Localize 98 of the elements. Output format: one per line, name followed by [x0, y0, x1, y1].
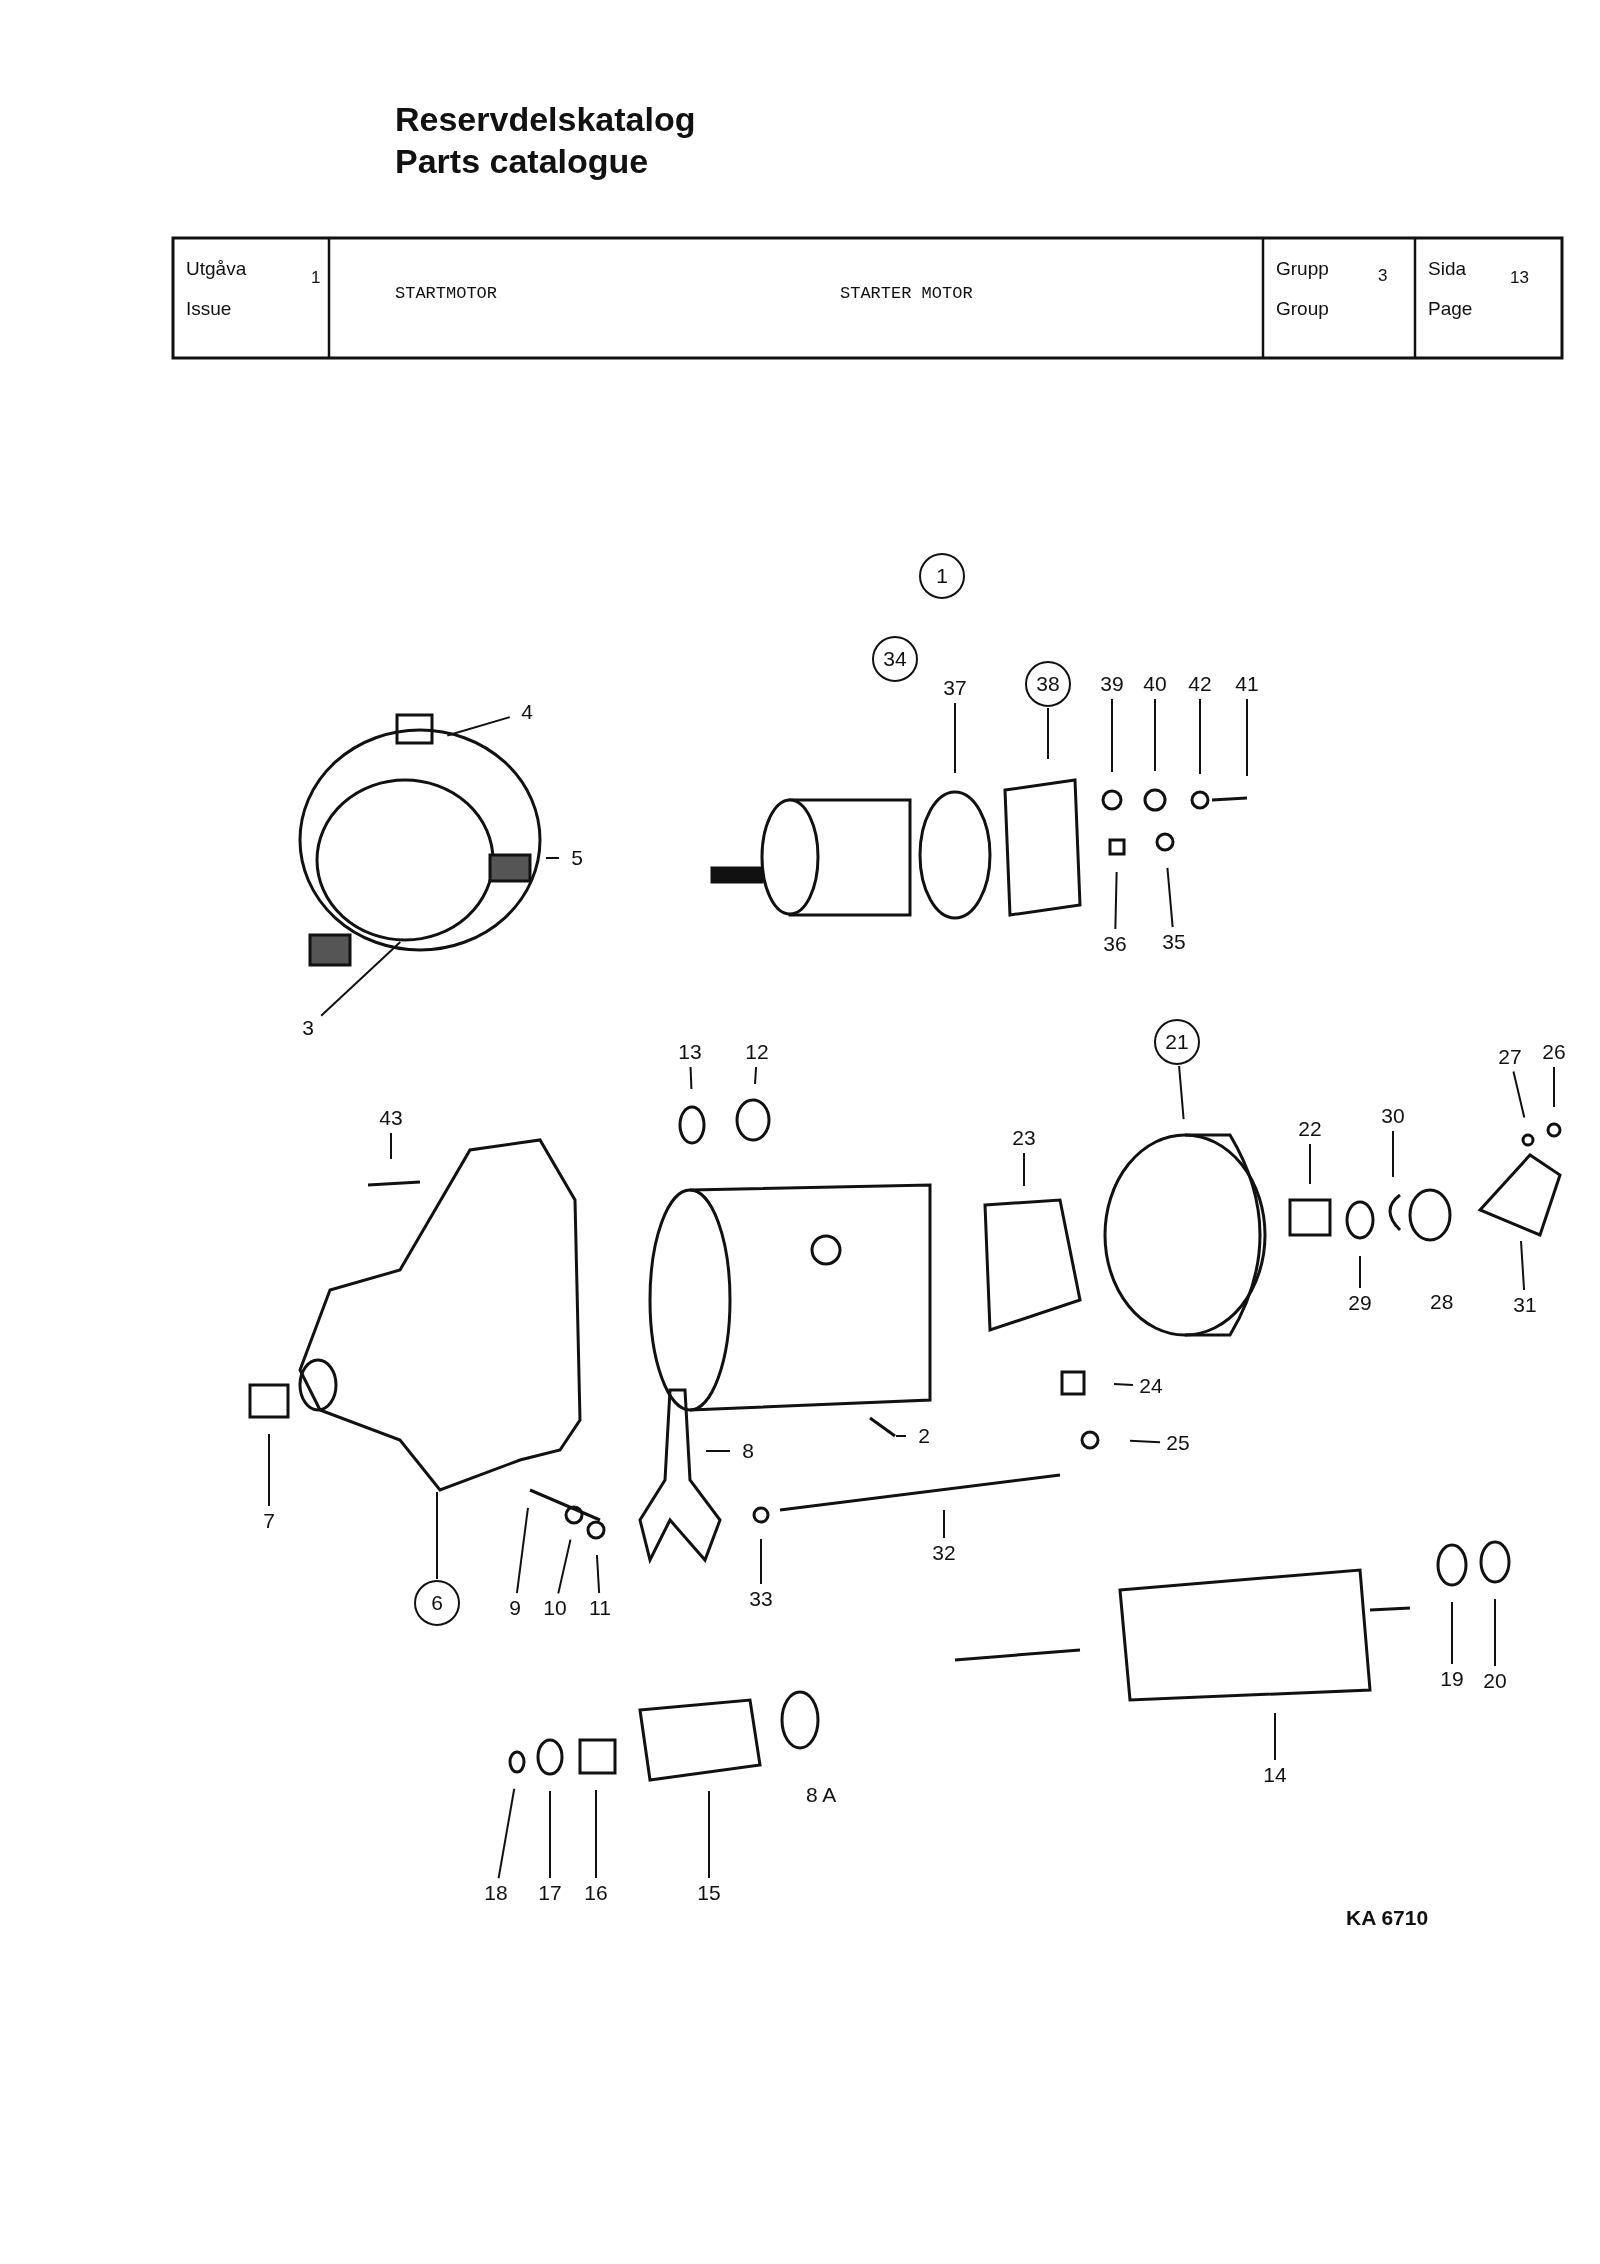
callout-number: 32	[932, 1541, 956, 1565]
callout-number: 35	[1162, 930, 1186, 954]
callout-number: 41	[1235, 672, 1259, 696]
table-value: STARTMOTOR	[395, 284, 498, 303]
leader-line	[1494, 1598, 1496, 1667]
leader-line	[497, 1787, 516, 1880]
callout-number: 20	[1483, 1669, 1507, 1693]
leader-line	[1520, 1239, 1526, 1292]
leader-line	[1023, 1152, 1025, 1187]
leader-line	[689, 1066, 693, 1090]
callout-number: 2	[918, 1424, 930, 1448]
callout-number: 40	[1143, 672, 1167, 696]
leader-line	[1309, 1143, 1311, 1185]
callout-number: 8 A	[806, 1783, 837, 1807]
leader-line	[557, 1538, 572, 1595]
callout-number: 37	[943, 676, 967, 700]
leader-line	[760, 1538, 762, 1585]
callout-number: 9	[509, 1596, 521, 1620]
callout-number: 14	[1263, 1763, 1287, 1787]
callout-number: 36	[1103, 932, 1127, 956]
table-header: Utgåva	[186, 258, 247, 280]
callout-number: 29	[1348, 1291, 1372, 1315]
catalogue-title: Reservdelskatalog	[395, 100, 696, 139]
leader-line	[390, 1132, 392, 1160]
leader-line	[705, 1450, 731, 1452]
circled-callout-number: 21	[1154, 1019, 1200, 1065]
circled-callout-number: 1	[919, 553, 965, 599]
catalogue-title: Parts catalogue	[395, 142, 649, 181]
callout-number: 3	[302, 1016, 314, 1040]
leader-line	[1129, 1439, 1161, 1444]
callout-number: 13	[678, 1040, 702, 1064]
drawing-number: KA 6710	[1346, 1906, 1429, 1930]
callout-number: 26	[1542, 1040, 1566, 1064]
leader-line	[268, 1433, 270, 1507]
table-header: Grupp	[1276, 258, 1329, 280]
leader-line	[1112, 1382, 1135, 1386]
table-header: Issue	[186, 298, 232, 320]
leader-line	[1246, 698, 1248, 777]
leader-line	[954, 702, 956, 774]
callout-number: 39	[1100, 672, 1124, 696]
callout-number: 17	[538, 1881, 562, 1905]
callout-number: 33	[749, 1587, 773, 1611]
callout-number: 42	[1188, 672, 1212, 696]
circled-callout-number: 38	[1025, 661, 1071, 707]
callout-number: 8	[742, 1439, 754, 1463]
circled-callout-number: 6	[414, 1580, 460, 1626]
callout-number: 15	[697, 1881, 721, 1905]
callout-number: 5	[571, 846, 583, 870]
leader-line	[1451, 1601, 1453, 1665]
callout-number: 31	[1513, 1293, 1537, 1317]
table-value: 13	[1510, 268, 1529, 288]
table-header: Sida	[1428, 258, 1467, 280]
callout-number: 28	[1430, 1290, 1454, 1314]
callout-number: 12	[745, 1040, 769, 1064]
callout-number: 27	[1498, 1045, 1522, 1069]
callout-number: 23	[1012, 1126, 1036, 1150]
callout-number: 7	[263, 1509, 275, 1533]
leader-line	[1359, 1255, 1361, 1289]
table-header: Group	[1276, 298, 1329, 320]
leader-line	[1274, 1712, 1276, 1761]
leader-line	[1111, 698, 1113, 773]
table-header: Page	[1428, 298, 1473, 320]
callout-number: 16	[584, 1881, 608, 1905]
leader-line	[549, 1790, 551, 1879]
callout-number: 24	[1139, 1374, 1163, 1398]
leader-line	[1114, 871, 1118, 930]
leader-line	[1178, 1064, 1185, 1121]
leader-line	[545, 857, 560, 859]
leader-line	[436, 1491, 438, 1580]
table-value: 3	[1378, 266, 1388, 286]
leader-line	[895, 1435, 907, 1437]
table-value: 1	[311, 268, 321, 288]
callout-number: 43	[379, 1106, 403, 1130]
callout-number: 30	[1381, 1104, 1405, 1128]
callout-number: 19	[1440, 1667, 1464, 1691]
callout-number: 22	[1298, 1117, 1322, 1141]
callout-number: 4	[521, 700, 533, 724]
leader-line	[1392, 1130, 1394, 1178]
callout-number: 11	[589, 1596, 611, 1620]
leader-line	[595, 1553, 601, 1595]
callout-number: 18	[484, 1881, 508, 1905]
leader-line	[1047, 707, 1049, 760]
circled-callout-number: 34	[872, 636, 918, 682]
leader-line	[320, 940, 402, 1017]
leader-line	[595, 1789, 597, 1879]
callout-number: 25	[1166, 1431, 1190, 1455]
leader-line	[515, 1506, 529, 1595]
leader-line	[708, 1790, 710, 1879]
leader-line	[446, 716, 511, 737]
leader-line	[943, 1509, 945, 1539]
leader-line	[1166, 866, 1174, 929]
leader-line	[1199, 698, 1201, 775]
callout-number: 10	[543, 1596, 567, 1620]
leader-line	[1553, 1066, 1555, 1108]
leader-line	[1154, 698, 1156, 772]
leader-line	[1512, 1070, 1526, 1119]
table-value: STARTER MOTOR	[840, 284, 973, 303]
leader-line	[754, 1065, 758, 1086]
